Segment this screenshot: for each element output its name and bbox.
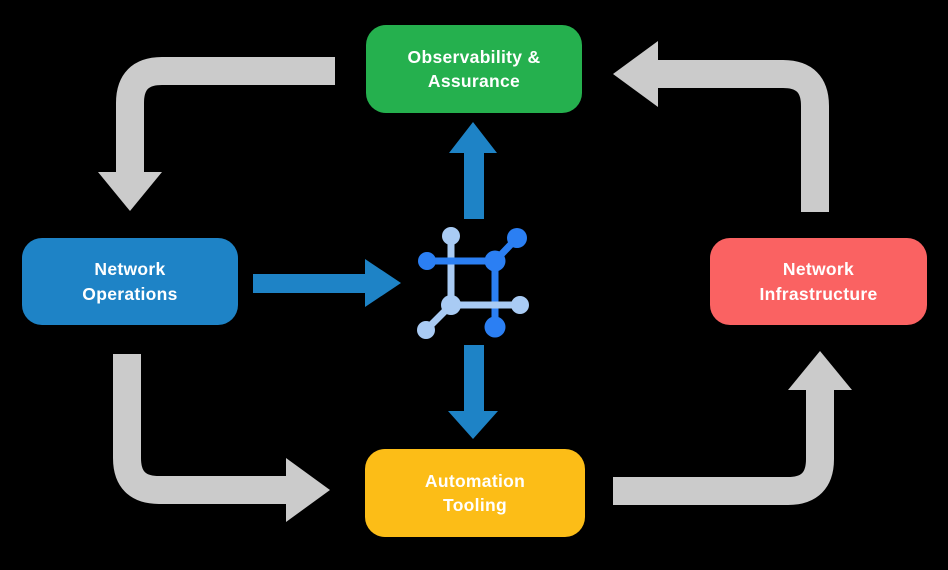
arrow-shaft: [464, 345, 484, 412]
arrow-elbow: [113, 354, 287, 504]
arrow-automation-tooling-to-network-infrastructure: [613, 351, 852, 505]
icon-node-top-right: [507, 228, 527, 248]
arrow-network-operations-to-icon: [253, 259, 401, 307]
arrow-shaft: [464, 151, 484, 219]
arrowhead-right: [286, 458, 330, 522]
node-label-line: Assurance: [427, 71, 521, 91]
arrow-elbow: [116, 57, 335, 175]
node-automation-tooling: Automation Tooling: [365, 449, 585, 537]
arrowhead-right: [365, 259, 401, 307]
node-label-line: Network: [782, 259, 855, 280]
icon-node-corner-right: [484, 250, 506, 272]
icon-node-right: [511, 296, 529, 314]
arrow-observability-to-network-operations: [98, 57, 335, 211]
node-label-line: Operations: [82, 283, 178, 304]
arrow-elbow: [613, 388, 834, 505]
icon-node-bottom: [484, 316, 506, 338]
node-network-infrastructure: Network Infrastructure: [710, 238, 927, 325]
node-label-line: Observability &: [407, 46, 541, 67]
arrow-shaft: [253, 274, 365, 293]
arrow-icon-to-automation-tooling: [448, 345, 498, 439]
arrow-network-infrastructure-to-observability: [613, 41, 829, 212]
arrowhead-down: [98, 172, 162, 211]
node-label-line: Tooling: [443, 495, 507, 515]
network-mesh-icon: [417, 227, 529, 339]
arrowhead-up: [788, 351, 852, 390]
arrow-elbow: [657, 60, 829, 212]
arrow-network-operations-to-automation-tooling: [113, 354, 330, 522]
node-label-line: Automation: [424, 470, 526, 491]
icon-node-left: [418, 252, 436, 270]
node-label-line: Infrastructure: [759, 283, 878, 304]
arrow-icon-to-observability: [449, 122, 497, 219]
node-observability-assurance: Observability & Assurance: [366, 25, 582, 113]
node-network-operations: Network Operations: [22, 238, 238, 325]
arrowhead-up: [449, 122, 497, 153]
node-label-line: Network: [94, 259, 166, 280]
icon-node-top: [442, 227, 460, 245]
arrowhead-down: [448, 411, 498, 439]
icon-node-bottom-left: [417, 321, 435, 339]
icon-node-corner-left: [441, 295, 461, 315]
arrowhead-left: [613, 41, 658, 107]
